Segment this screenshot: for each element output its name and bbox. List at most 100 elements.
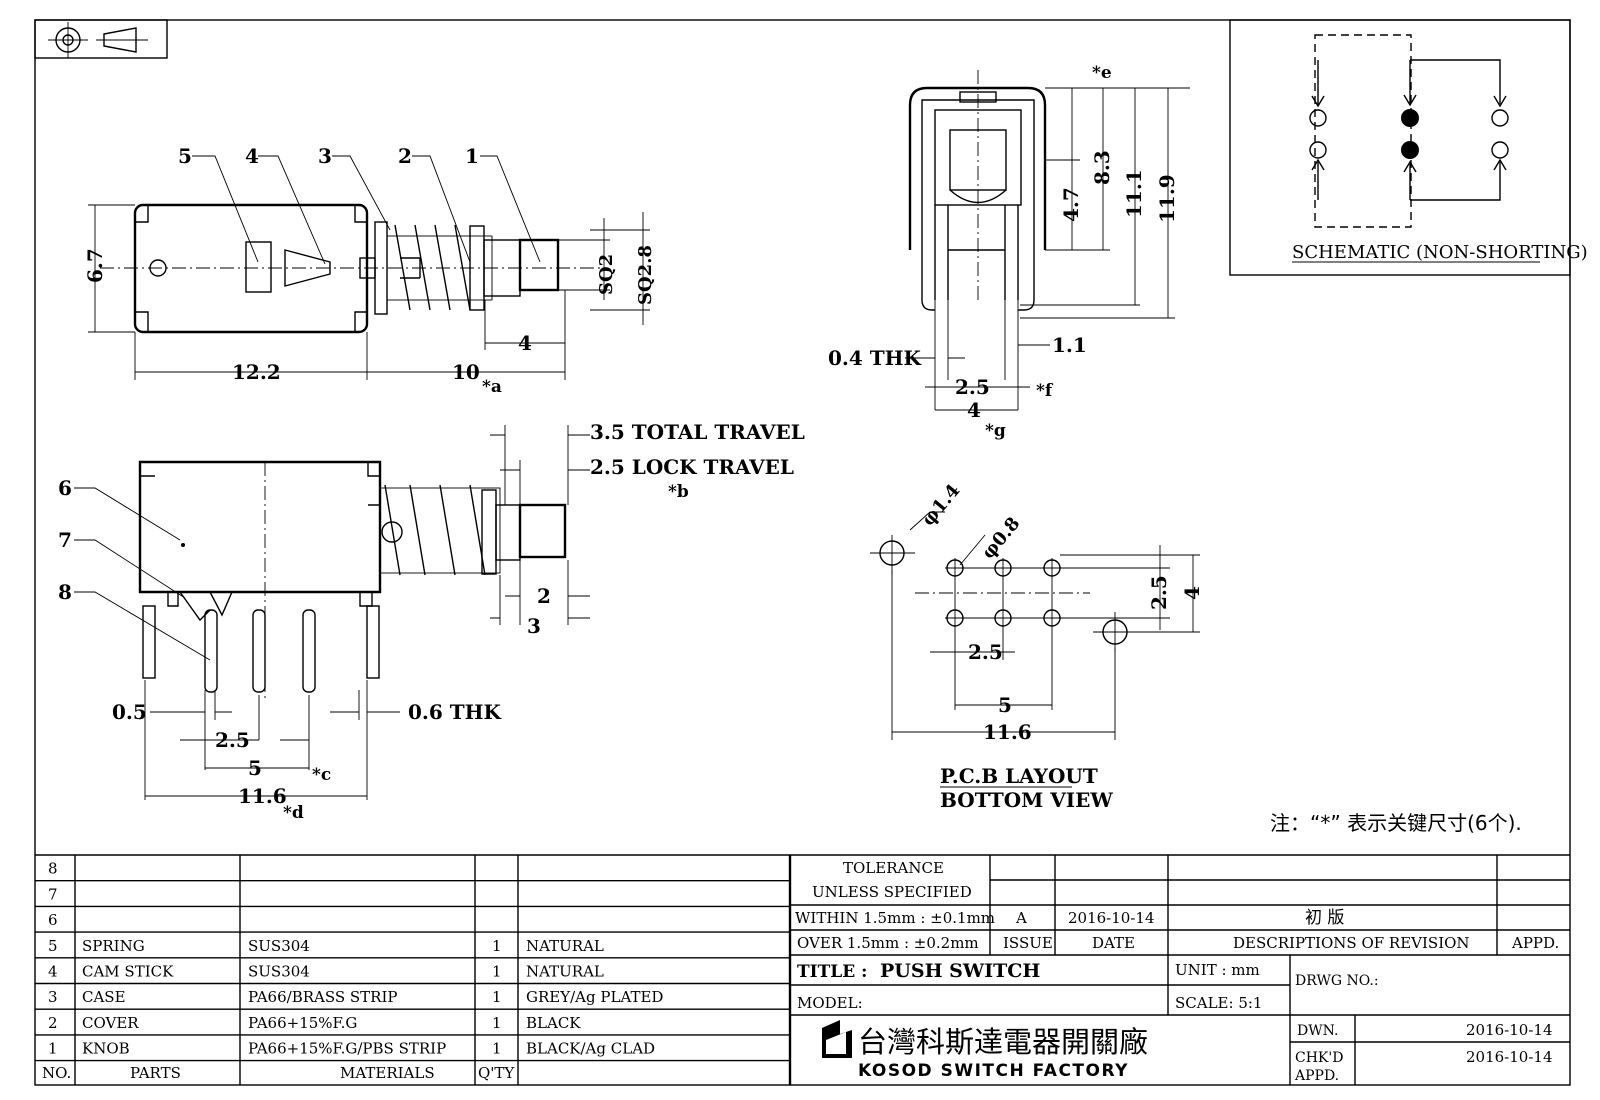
model-label: MODEL: <box>797 994 863 1012</box>
callout-7: 7 <box>58 528 72 552</box>
dim-g: *g <box>985 421 1006 441</box>
pcb-title: P.C.B LAYOUT <box>940 764 1098 788</box>
dim-11.9: 11.9 <box>1155 174 1179 223</box>
dim-e: *e <box>1092 63 1112 83</box>
schematic: SCHEMATIC (NON-SHORTING) <box>1229 19 1588 276</box>
tolerance-title: TOLERANCE <box>843 859 944 877</box>
callout-4: 4 <box>245 144 259 168</box>
dim-2.5: 2.5 <box>955 375 990 399</box>
dim-3: 3 <box>527 614 541 638</box>
approved-signature-label: APPD. <box>1294 1068 1339 1084</box>
side-view: 5 4 3 2 1 6.7 12.2 10 *a 4 SQ2 SQ2.8 <box>83 144 656 397</box>
header-parts: PARTS <box>130 1064 181 1082</box>
tolerance-over: OVER 1.5mm : ±0.2mm <box>797 934 979 952</box>
dim-lock-travel: 2.5 LOCK TRAVEL <box>590 455 794 479</box>
dim-stem-length: 10 <box>452 360 480 384</box>
dim-0.5: 0.5 <box>112 700 147 724</box>
pcb-phi-0.8: φ0.8 <box>978 513 1025 563</box>
dim-height: 6.7 <box>83 248 107 283</box>
company-name-cn: 台灣科斯達電器開關廠 <box>858 1025 1148 1059</box>
parts-cell-qty: 1 <box>492 1040 502 1058</box>
parts-cell-qty: 1 <box>492 937 502 955</box>
schematic-label: SCHEMATIC (NON-SHORTING) <box>1292 242 1588 263</box>
issue-value: A <box>1015 909 1027 927</box>
callout-2: 2 <box>398 144 412 168</box>
pcb-subtitle: BOTTOM VIEW <box>940 788 1113 812</box>
dim-body-length: 12.2 <box>232 360 281 384</box>
company-logo <box>822 1020 852 1058</box>
title-label: TITLE : <box>797 962 867 982</box>
pcb-v-2.5: 2.5 <box>1147 575 1171 610</box>
header-no: NO. <box>42 1064 71 1082</box>
scale-label: SCALE: 5:1 <box>1175 994 1262 1012</box>
pcb-h-2.5: 2.5 <box>968 640 1003 664</box>
dim-sq2: SQ2 <box>596 254 617 295</box>
parts-cell-finish: NATURAL <box>526 937 604 955</box>
parts-cell-part: SPRING <box>82 937 145 955</box>
parts-cell-no: 7 <box>48 885 58 903</box>
parts-cell-no: 1 <box>48 1040 58 1058</box>
dim-d: *d <box>283 803 304 823</box>
pcb-layout: φ1.4 φ0.8 2.5 4 2.5 5 11.6 P.C.B LAYOUT … <box>870 480 1204 812</box>
date-label: DATE <box>1092 934 1135 952</box>
front-view: 3.5 TOTAL TRAVEL 2.5 LOCK TRAVEL *b 2 3 … <box>58 420 805 823</box>
end-view: *e 4.7 8.3 11.1 11.9 0.4 THK 1.1 2.5 *f … <box>828 63 1190 441</box>
parts-cell-material: SUS304 <box>248 937 310 955</box>
pcb-h-11.6: 11.6 <box>983 720 1032 744</box>
drawn-label: DWN. <box>1297 1023 1338 1039</box>
callout-8: 8 <box>58 580 72 604</box>
dim-c: *c <box>312 765 331 785</box>
parts-cell-material: SUS304 <box>248 963 310 981</box>
dim-f: *f <box>1036 381 1054 401</box>
checked-date: 2016-10-14 <box>1466 1048 1552 1066</box>
key-dimension-note: 注：“*” 表示关键尺寸(6个). <box>1270 811 1522 835</box>
parts-cell-finish: GREY/Ag PLATED <box>526 988 663 1006</box>
parts-cell-material: PA66+15%F.G <box>248 1014 357 1032</box>
dim-11.1: 11.1 <box>1122 169 1146 218</box>
header-materials: MATERIALS <box>340 1064 435 1082</box>
parts-cell-qty: 1 <box>492 988 502 1006</box>
dim-sq28: SQ2.8 <box>635 245 656 305</box>
drawing-number-label: DRWG NO.: <box>1295 973 1379 989</box>
revision-description: 初 版 <box>1305 908 1344 928</box>
parts-cell-qty: 1 <box>492 1014 502 1032</box>
callout-1: 1 <box>465 144 479 168</box>
parts-cell-part: COVER <box>82 1014 139 1032</box>
title-block: TOLERANCE UNLESS SPECIFIED WITHIN 1.5mm … <box>790 855 1570 1085</box>
parts-cell-no: 3 <box>48 988 58 1006</box>
parts-cell-no: 5 <box>48 937 58 955</box>
dim-stem-suffix: *a <box>482 377 502 397</box>
dim-1.1: 1.1 <box>1052 333 1087 357</box>
dim-4: 4 <box>967 398 981 422</box>
dim-0.4-thk: 0.4 THK <box>828 346 922 370</box>
dim-0.6-thk: 0.6 THK <box>408 700 502 724</box>
parts-cell-material: PA66+15%F.G/PBS STRIP <box>248 1040 446 1058</box>
issue-date: 2016-10-14 <box>1068 909 1154 927</box>
dim-pitch-5: 5 <box>248 756 262 780</box>
tolerance-subtitle: UNLESS SPECIFIED <box>812 883 972 901</box>
dim-2: 2 <box>537 584 551 608</box>
parts-cell-finish: BLACK <box>526 1014 581 1032</box>
parts-cell-part: KNOB <box>82 1040 130 1058</box>
parts-cell-no: 2 <box>48 1014 58 1032</box>
revision-label: DESCRIPTIONS OF REVISION <box>1233 934 1470 952</box>
pcb-v-4: 4 <box>1180 586 1204 600</box>
parts-header: NO. PARTS MATERIALS Q'TY <box>42 1064 515 1082</box>
header-qty: Q'TY <box>478 1064 515 1082</box>
drawing-title: PUSH SWITCH <box>880 960 1040 982</box>
dim-8.3: 8.3 <box>1090 150 1114 185</box>
approved-label: APPD. <box>1511 934 1559 952</box>
tolerance-within: WITHIN 1.5mm : ±0.1mm <box>795 909 995 927</box>
dim-width-11.6: 11.6 <box>238 784 287 808</box>
parts-cell-finish: BLACK/Ag CLAD <box>526 1040 655 1058</box>
parts-cell-finish: NATURAL <box>526 963 604 981</box>
unit-label: UNIT : mm <box>1175 961 1260 979</box>
drawn-date: 2016-10-14 <box>1466 1021 1552 1039</box>
parts-cell-part: CASE <box>82 988 126 1006</box>
dim-4.7: 4.7 <box>1059 187 1083 222</box>
sheet-border <box>34 19 1571 1086</box>
checked-label: CHK'D <box>1295 1050 1343 1066</box>
callout-3: 3 <box>318 144 332 168</box>
